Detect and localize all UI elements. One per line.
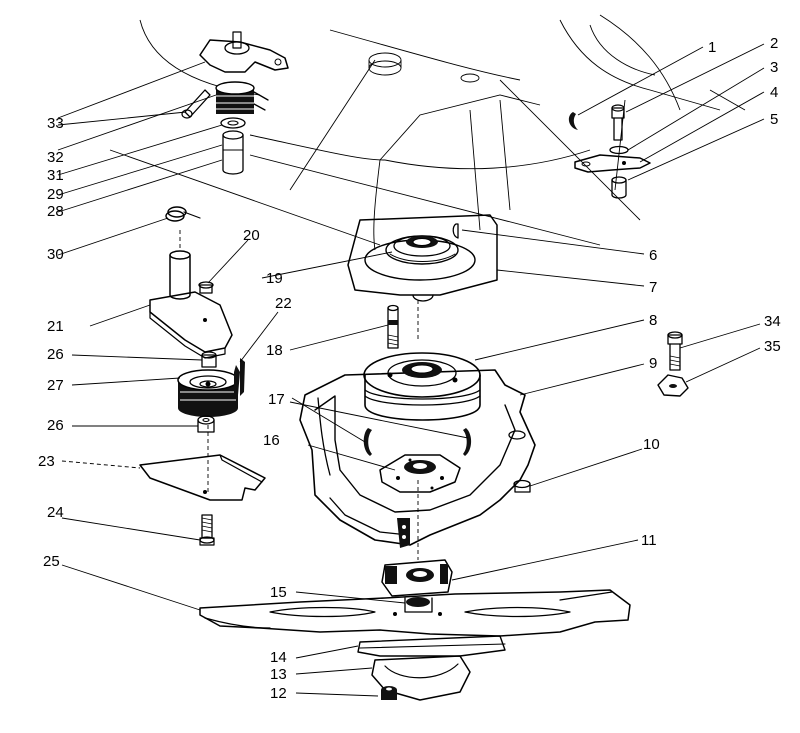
bracket-23 <box>139 454 266 501</box>
callout-5: 5 <box>770 111 778 128</box>
blade-bolt-15 <box>393 597 442 616</box>
clip-17-right <box>463 428 472 456</box>
callout-26-upper: 26 <box>47 346 64 363</box>
callout-35: 35 <box>764 338 781 355</box>
bearing-housing-16 <box>379 454 461 493</box>
washer-29 <box>220 117 246 129</box>
callout-14: 14 <box>270 649 287 666</box>
idler-pulley-27 <box>177 369 239 417</box>
bushing-5 <box>611 176 627 199</box>
callout-32: 32 <box>47 149 64 166</box>
bushing-28 <box>222 130 244 175</box>
blade-plate-13 <box>371 655 471 701</box>
callout-16: 16 <box>263 432 280 449</box>
callout-8: 8 <box>649 312 657 329</box>
callout-6: 6 <box>649 247 657 264</box>
bolt-24 <box>199 514 215 546</box>
spring-31 <box>215 81 269 114</box>
snap-ring-1 <box>568 112 578 130</box>
idler-pivot-arm-21 <box>149 250 233 359</box>
nut-10 <box>513 479 531 493</box>
callout-1: 1 <box>708 39 716 56</box>
callout-31: 31 <box>47 167 64 184</box>
housing-9 <box>299 369 536 548</box>
callout-13: 13 <box>270 666 287 683</box>
callout-26-lower: 26 <box>47 417 64 434</box>
callout-29: 29 <box>47 186 64 203</box>
pulley-8 <box>363 352 481 421</box>
callout-labels: 1 2 3 4 5 6 7 8 9 10 11 12 13 14 15 16 1… <box>38 35 781 702</box>
callout-33: 33 <box>47 115 64 132</box>
spring-clip-30 <box>165 206 201 222</box>
callout-25: 25 <box>43 553 60 570</box>
callout-7: 7 <box>649 279 657 296</box>
callout-24: 24 <box>47 504 64 521</box>
leader-lines <box>57 43 765 697</box>
nut-12 <box>381 686 397 700</box>
callout-19: 19 <box>266 270 283 287</box>
callout-3: 3 <box>770 59 778 76</box>
callout-21: 21 <box>47 318 64 335</box>
callout-12: 12 <box>270 685 287 702</box>
callout-30: 30 <box>47 246 64 263</box>
callout-2: 2 <box>770 35 778 52</box>
key-6 <box>452 223 459 239</box>
bolt-2 <box>611 104 625 141</box>
callout-18: 18 <box>266 342 283 359</box>
callout-20: 20 <box>243 227 260 244</box>
bracket-35 <box>657 374 689 397</box>
bolt-32 <box>181 89 211 119</box>
callout-4: 4 <box>770 84 778 101</box>
belt-guard-22 <box>234 358 245 398</box>
spacer-26-lower <box>197 415 215 433</box>
callout-11: 11 <box>641 532 657 549</box>
spacer-26-upper <box>201 351 217 368</box>
callout-17: 17 <box>268 391 285 408</box>
callout-34: 34 <box>764 313 781 330</box>
callout-28: 28 <box>47 203 64 220</box>
clip-17-left <box>363 428 372 456</box>
blade-25 <box>199 589 631 637</box>
pulley-19 <box>364 235 476 281</box>
idler-arm-33 <box>199 31 289 73</box>
callout-9: 9 <box>649 355 657 372</box>
blade-adapter-11 <box>381 559 453 597</box>
callout-15: 15 <box>270 584 287 601</box>
drive-plate-7 <box>347 214 498 302</box>
callout-23: 23 <box>38 453 55 470</box>
callout-10: 10 <box>643 436 660 453</box>
callout-27: 27 <box>47 377 64 394</box>
stud-18 <box>387 304 399 349</box>
callout-22: 22 <box>275 295 292 312</box>
deck-outline <box>139 14 746 251</box>
link-plate-4 <box>574 154 651 173</box>
nut-20 <box>198 281 214 294</box>
bolt-34 <box>667 331 683 371</box>
stiffener-14 <box>357 635 506 657</box>
